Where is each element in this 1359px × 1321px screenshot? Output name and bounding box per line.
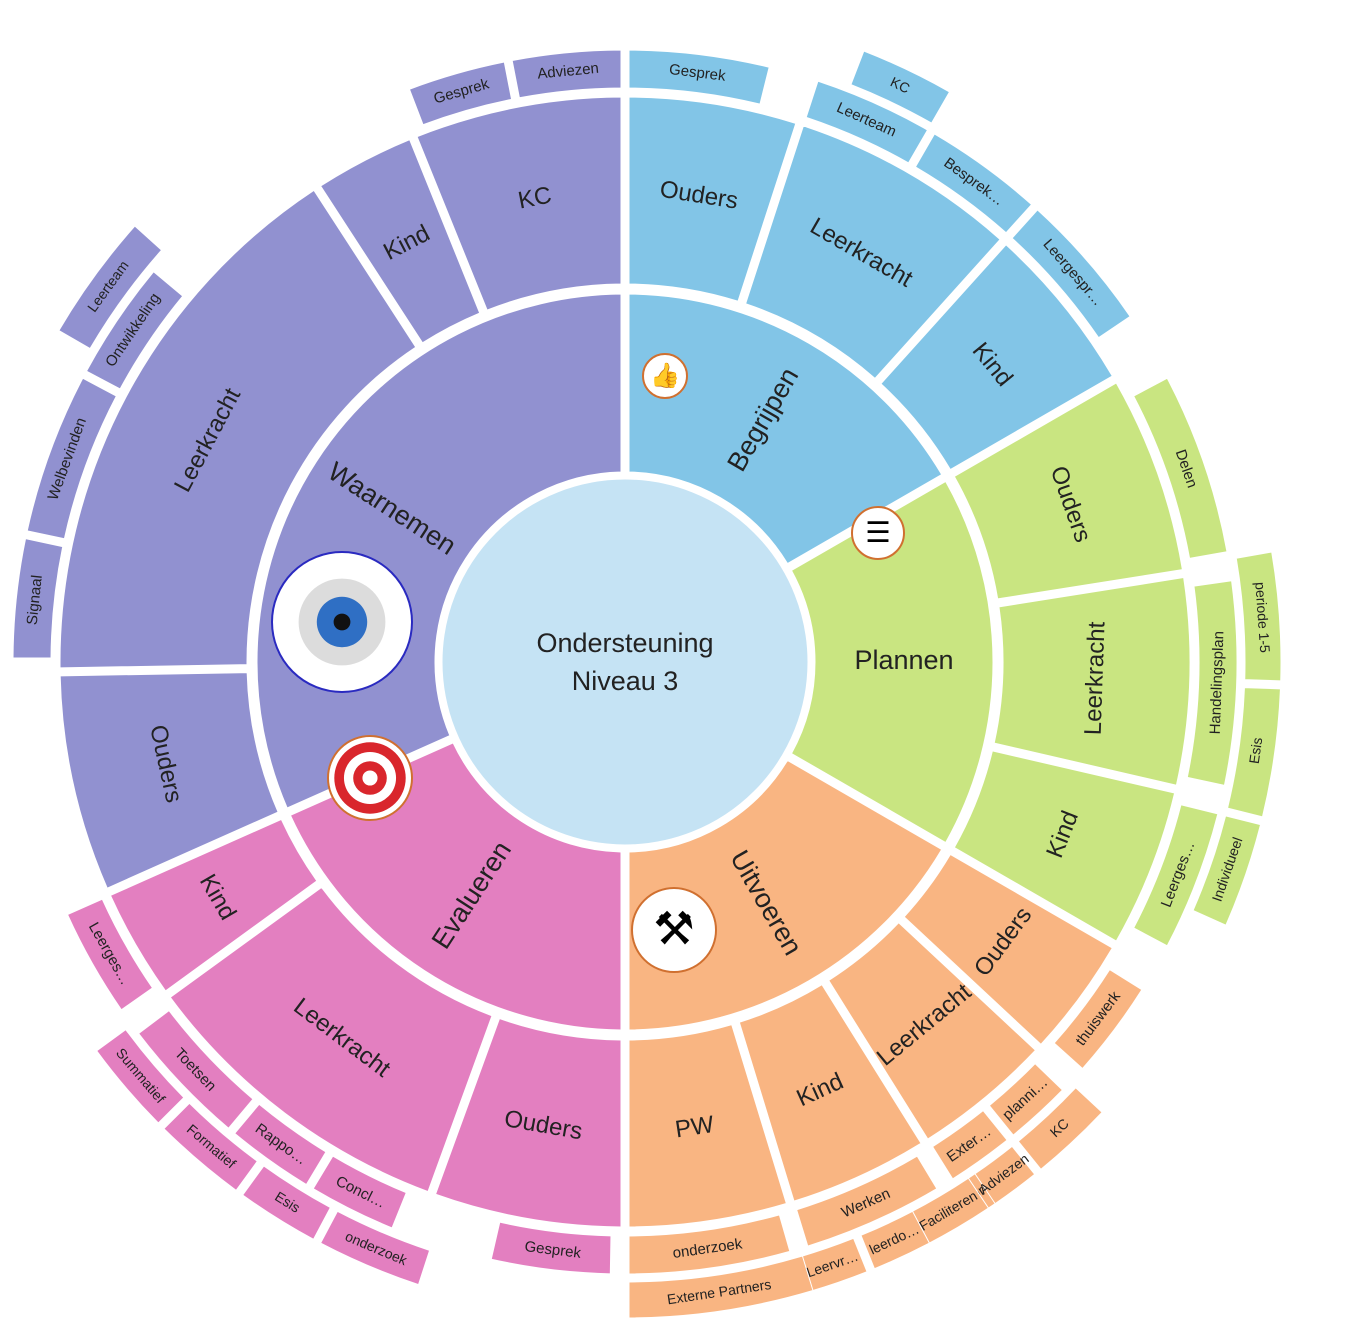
segment-shape — [1133, 804, 1219, 947]
segment-shape — [790, 480, 994, 844]
segment-waarnemen-1-0-signaal[interactable]: Signaal — [12, 538, 64, 659]
center-hub[interactable]: Ondersteuning Niveau 3 — [435, 472, 815, 852]
segment-shape — [628, 759, 943, 1031]
segment-shape — [58, 225, 163, 350]
segment-shape — [628, 96, 797, 302]
target-icon — [327, 735, 413, 821]
segment-plannen-1-0-handelingsplan[interactable]: Handelingsplan — [1186, 580, 1238, 786]
segment-evalueren-0-0-gesprek[interactable]: Gesprek — [490, 1221, 612, 1275]
segment-shape — [805, 80, 929, 164]
segment-shape — [511, 49, 622, 99]
segment-shape — [860, 1210, 931, 1270]
segment-shape — [1133, 377, 1228, 559]
segment-shape — [1053, 968, 1143, 1070]
segment-shape — [738, 983, 922, 1202]
segment-evalueren-1-2-0-formatief[interactable]: Formatief — [163, 1102, 259, 1192]
svg-text:☰: ☰ — [865, 515, 891, 549]
segment-shape — [1017, 1087, 1103, 1170]
segment-shape — [988, 1062, 1064, 1136]
segment-shape — [1011, 209, 1131, 339]
segment-shape — [408, 61, 513, 126]
segment-shape — [137, 1009, 254, 1129]
segment-shape — [319, 1210, 431, 1286]
segment-shape — [850, 50, 951, 124]
segment-shape — [953, 750, 1176, 942]
center-title-line1: Ondersteuning — [536, 628, 713, 658]
segment-shape — [1226, 687, 1281, 818]
center-title-line2: Niveau 3 — [572, 666, 679, 696]
segment-shape — [163, 1102, 259, 1192]
segment-shape — [796, 1155, 938, 1247]
segment-shape — [953, 382, 1183, 600]
clipboard-icon: ☰ — [851, 506, 905, 560]
segment-shape — [628, 49, 770, 105]
sector-icons: 👍 ☰ ⚒ — [271, 353, 905, 973]
segment-plannen-1-0-0-periode-1-5[interactable]: periode 1-5 — [1235, 551, 1282, 682]
segment-shape — [744, 125, 1001, 380]
segment-shape — [434, 1017, 622, 1228]
segment-shape — [66, 898, 154, 1011]
segment-shape — [241, 1165, 332, 1240]
segment-shape — [85, 270, 184, 390]
segment-shape — [931, 1109, 1008, 1180]
svg-text:👍: 👍 — [650, 362, 680, 390]
segment-begrijpen-0-0-gesprek[interactable]: Gesprek — [628, 49, 770, 105]
segment-shape — [416, 96, 622, 311]
segment-shape — [1235, 551, 1282, 682]
segment-shape — [169, 886, 493, 1193]
segment-shape — [490, 1221, 612, 1275]
segment-shape — [233, 1103, 327, 1186]
segment-shape — [59, 189, 417, 669]
segment-shape — [1192, 815, 1262, 926]
segment-shape — [26, 377, 117, 540]
segment-evalueren-1-0-0-onderzoek[interactable]: onderzoek — [319, 1210, 431, 1286]
segment-shape — [628, 1214, 791, 1275]
segment-shape — [59, 672, 279, 889]
segment-shape — [828, 922, 1037, 1140]
segment-waarnemen-3-1-adviezen[interactable]: Adviezen — [511, 49, 622, 99]
segment-shape — [993, 576, 1191, 786]
segment-shape — [109, 818, 318, 992]
segment-shape — [12, 538, 64, 659]
segment-shape — [628, 293, 943, 565]
hammers-icon: ⚒ — [631, 887, 717, 973]
segment-shape — [914, 133, 1033, 234]
segment-shape — [974, 1145, 1036, 1205]
segment-plannen-1-leerkracht[interactable]: Leerkracht — [993, 576, 1191, 786]
segment-shape — [319, 138, 481, 344]
segment-shape — [903, 853, 1113, 1046]
segment-shape — [312, 1155, 407, 1229]
segment-shape — [1186, 580, 1238, 786]
segment-evalueren-1-1-0-esis[interactable]: Esis — [241, 1165, 332, 1240]
svg-text:⚒: ⚒ — [653, 902, 694, 956]
segment-shape — [628, 1024, 787, 1228]
segment-shape — [628, 1255, 814, 1319]
segment-shape — [95, 1028, 185, 1124]
segment-shape — [880, 244, 1113, 471]
thumbs-up-icon: 👍 — [642, 353, 688, 399]
eye-icon — [271, 551, 413, 693]
